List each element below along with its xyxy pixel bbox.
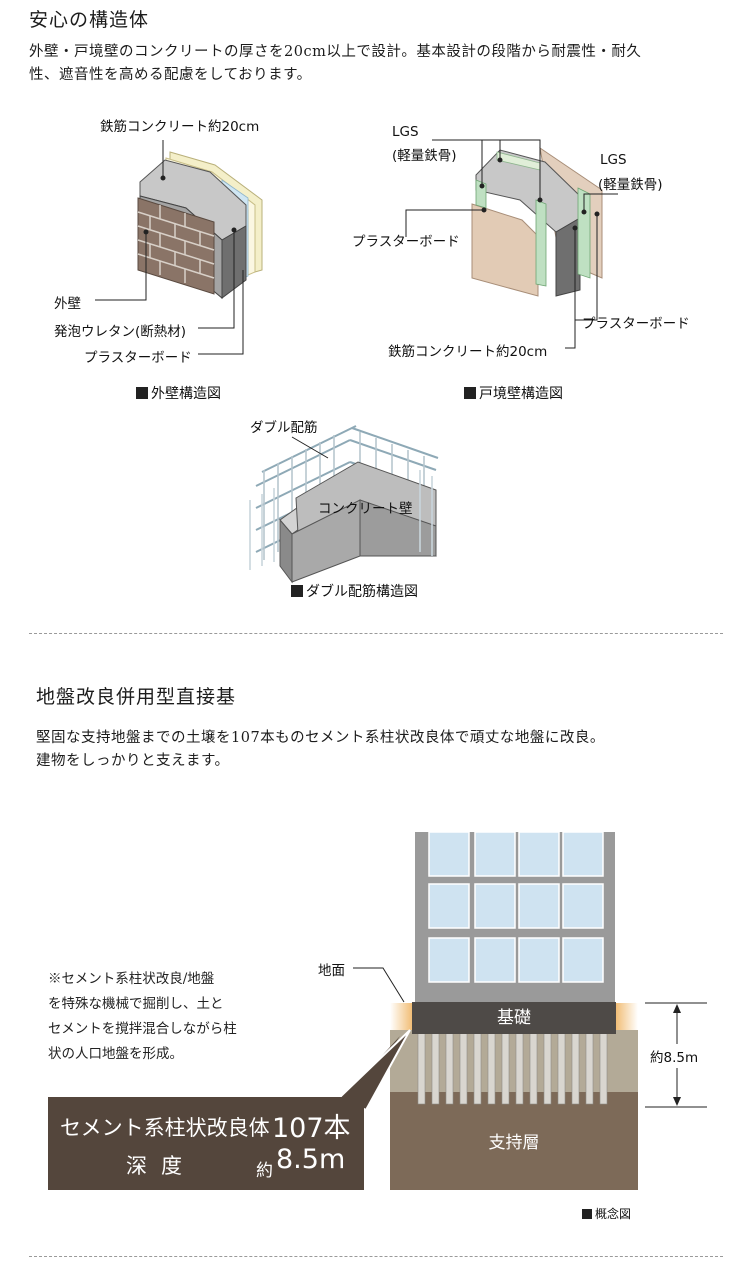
double-caption-text: ダブル配筋構造図: [306, 584, 418, 600]
brick-face: [137, 197, 215, 295]
ground-note-line: 状の人口地盤を形成。: [48, 1046, 183, 1062]
party-label-plaster-right: プラスターボード: [582, 316, 690, 332]
callout-row1-label: セメント系柱状改良体: [60, 1116, 270, 1140]
foundation: [412, 1002, 616, 1034]
cement-piles: [417, 1031, 608, 1105]
support-layer: [390, 1092, 638, 1190]
party-caption-text: 戸境壁構造図: [479, 386, 563, 402]
double-label-rebar: ダブル配筋: [250, 420, 318, 436]
diagram-caption: 概念図: [582, 1205, 631, 1222]
diagram-caption-text: 概念図: [595, 1207, 632, 1221]
party-label-lgs2-sub: (軽量鉄骨): [598, 177, 663, 193]
exterior-label-concrete: 鉄筋コンクリート約20cm: [100, 119, 260, 135]
section1-description-line2: 性、遮音性を高める配慮をしております。: [29, 67, 312, 83]
ground-note-line: セメントを撹拌混合しながら柱: [48, 1021, 237, 1037]
double-label-wall: コンクリート壁: [318, 501, 413, 517]
party-wall-illustration: [405, 139, 618, 349]
exterior-label-outer-wall: 外壁: [54, 296, 81, 312]
label-ground: 地面: [318, 963, 345, 979]
double-rebar-illustration: [249, 425, 439, 584]
building-windows: [428, 831, 604, 983]
party-label-lgs1-sub: (軽量鉄骨): [392, 148, 457, 164]
callout-row1-value: 107本: [272, 1113, 351, 1144]
exterior-caption-text: 外壁構造図: [151, 386, 221, 402]
section2-description: 堅固な支持地盤までの土壌を107本ものセメント系柱状改良体で頑丈な地盤に改良。 …: [36, 727, 736, 773]
label-foundation: 基礎: [497, 1008, 531, 1028]
section1-description-line1: 外壁・戸境壁のコンクリートの厚さを20cm以上で設計。基本設計の段階から耐震性・…: [29, 44, 642, 60]
section2-description-line1: 堅固な支持地盤までの土壌を107本ものセメント系柱状改良体で頑丈な地盤に改良。: [36, 730, 605, 746]
soil-layer: [390, 1030, 638, 1092]
depth-dimension: [645, 1002, 707, 1108]
party-label-lgs2: LGS: [600, 152, 627, 168]
callout-row2-label: 深度: [126, 1154, 196, 1178]
exterior-label-urethane: 発泡ウレタン(断熱材): [54, 324, 187, 340]
ground-note-line: を特殊な機械で掘削し、土と: [48, 996, 224, 1012]
exterior-label-plaster: プラスターボード: [84, 350, 192, 366]
double-caption: ダブル配筋構造図: [291, 581, 418, 601]
section-divider-1: [29, 633, 723, 634]
caption-square-icon: [464, 387, 476, 399]
party-label-concrete: 鉄筋コンクリート約20cm: [388, 344, 548, 360]
ground-note: ※セメント系柱状改良/地盤 を特殊な機械で掘削し、土と セメントを撹拌混合しなが…: [48, 967, 298, 1067]
party-label-lgs1: LGS: [392, 124, 419, 140]
exterior-caption: 外壁構造図: [136, 383, 221, 403]
ground-note-line: ※セメント系柱状改良/地盤: [48, 971, 215, 987]
party-label-plaster-left: プラスターボード: [352, 234, 460, 250]
exterior-wall-illustration: [95, 140, 263, 355]
section2-description-line2: 建物をしっかりと支えます。: [36, 753, 230, 769]
section-divider-2: [29, 1256, 723, 1257]
caption-square-icon: [582, 1209, 592, 1219]
caption-square-icon: [291, 585, 303, 597]
section1-title: 安心の構造体: [29, 9, 150, 31]
callout-row2-value: 8.5m: [276, 1144, 346, 1175]
caption-square-icon: [136, 387, 148, 399]
callout-row2-prefix: 約: [256, 1161, 273, 1181]
party-caption: 戸境壁構造図: [464, 383, 563, 403]
label-support: 支持層: [488, 1133, 540, 1153]
label-depth: 約8.5m: [650, 1050, 699, 1066]
section1-description: 外壁・戸境壁のコンクリートの厚さを20cm以上で設計。基本設計の段階から耐震性・…: [29, 41, 729, 87]
section2-title: 地盤改良併用型直接基: [36, 686, 237, 708]
